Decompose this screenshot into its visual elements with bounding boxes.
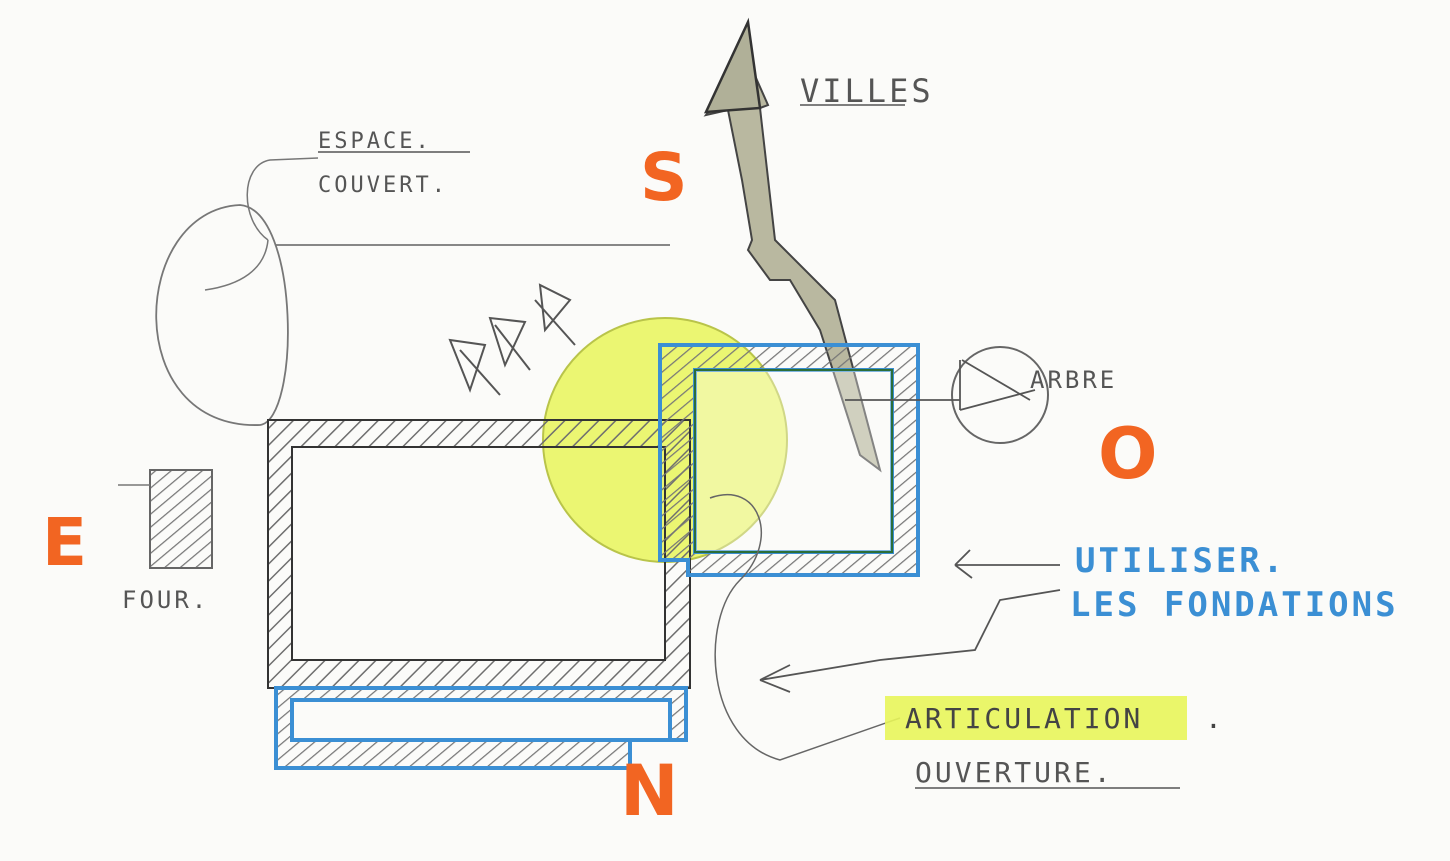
tree-symbol-circle <box>951 346 1049 444</box>
tree-symbol-cross <box>845 359 1036 411</box>
covered-space-leader <box>246 157 319 241</box>
compass-west: O <box>1098 413 1158 495</box>
articulation-label-highlight <box>885 696 1187 740</box>
covered-space-inner-curve <box>204 239 269 291</box>
articulation-label: ARTICULATION <box>905 702 1143 735</box>
villes-label: VILLES <box>800 72 934 110</box>
arbre-label: ARBRE <box>1030 366 1117 394</box>
compass-east: E <box>42 504 87 581</box>
opening-leader <box>759 589 1061 693</box>
espace-label-line2: COUVERT. <box>318 173 448 198</box>
view-arrows <box>448 283 576 396</box>
utiliser-label-line2: LES FONDATIONS <box>1070 585 1399 625</box>
north-arrow-head <box>703 17 762 114</box>
oven-block <box>149 469 213 569</box>
compass-north: N <box>620 750 679 832</box>
ouverture-label: OUVERTURE. <box>915 756 1114 789</box>
articulation-dot: . <box>1205 702 1225 735</box>
north-annex-walls <box>274 686 688 770</box>
four-label: FOUR. <box>122 586 209 614</box>
main-building-walls <box>267 419 691 689</box>
compass-south: S <box>640 139 688 216</box>
foundations-leader <box>954 549 1060 579</box>
utiliser-label-line1: UTILISER. <box>1075 541 1286 581</box>
west-building-inner <box>694 369 893 553</box>
covered-space-cylinder <box>155 204 670 426</box>
espace-label-line1: ESPACE. <box>318 129 432 154</box>
articulation-curve <box>709 494 901 761</box>
